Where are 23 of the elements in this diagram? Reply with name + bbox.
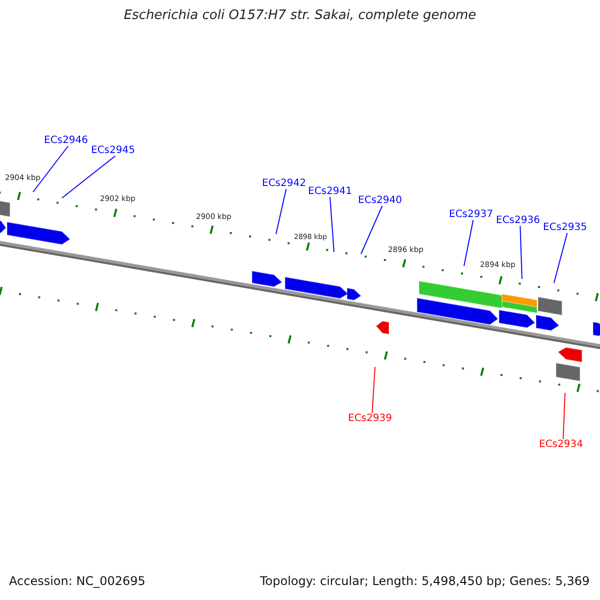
leader-line [562, 392, 566, 440]
gene-label: ECs2937 [449, 209, 493, 220]
gene-label: ECs2946 [44, 135, 88, 146]
leader-line [276, 188, 287, 234]
leader-line [329, 196, 334, 252]
accession-text: Accession: NC_002695 [9, 575, 146, 588]
gene-label: ECs2941 [308, 186, 352, 197]
leader-line [32, 146, 69, 192]
gene-label: ECs2940 [358, 195, 402, 206]
gene-label: ECs2942 [262, 178, 306, 189]
leader-line [360, 206, 383, 254]
gene-label: ECs2945 [91, 145, 135, 156]
leader-line [372, 366, 376, 414]
gene-label: ECs2939 [348, 413, 392, 424]
gene-label: ECs2934 [539, 439, 583, 450]
leader-line [464, 220, 474, 266]
leader-line [520, 226, 522, 280]
leader-line [554, 232, 568, 284]
gene-label: ECs2936 [496, 215, 540, 226]
title: Escherichia coli O157:H7 str. Sakai, complete genome [122, 9, 478, 24]
leader-line [62, 156, 116, 198]
gene-label: ECs2935 [543, 222, 587, 233]
genome-info-text: Topology: circular; Length: 5,498,450 bp; Genes: 5,369 [260, 575, 590, 588]
